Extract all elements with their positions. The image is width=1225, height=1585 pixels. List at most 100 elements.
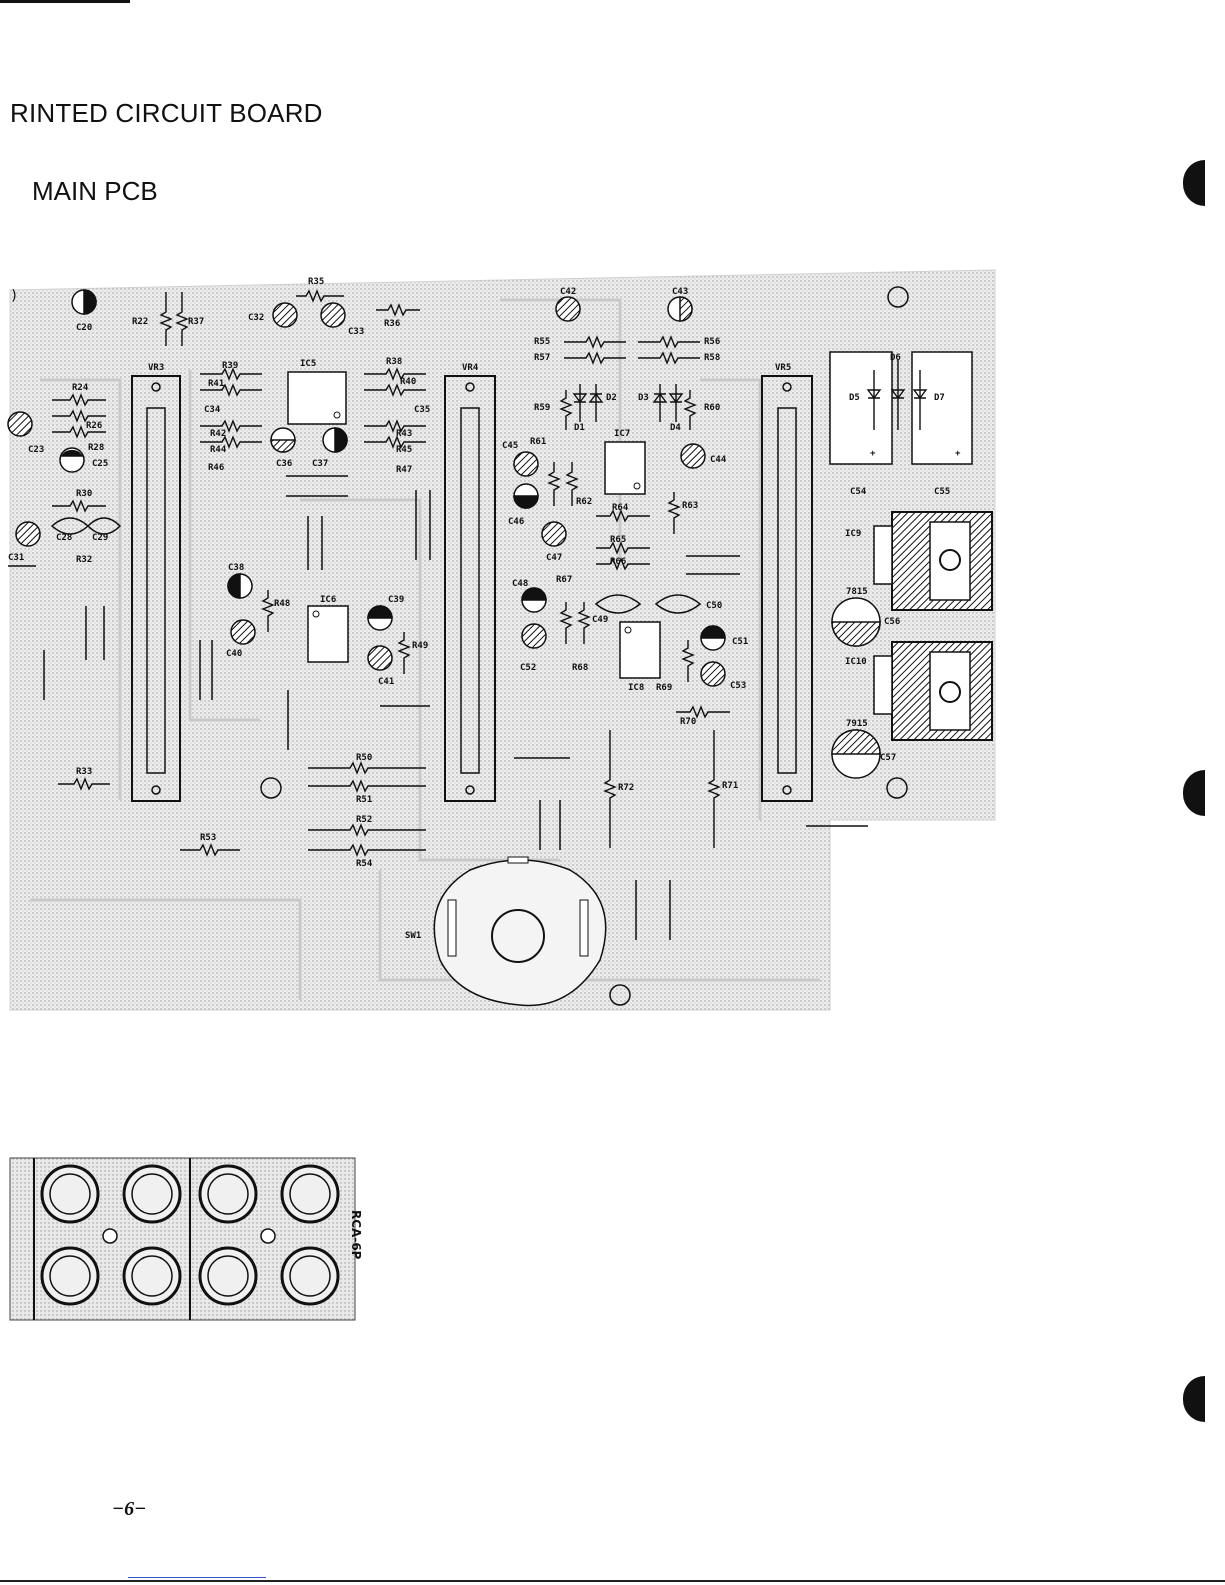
svg-text:IC10: IC10	[845, 657, 867, 667]
svg-text:R47: R47	[396, 465, 412, 475]
svg-text:R66: R66	[610, 557, 626, 567]
diodes	[572, 360, 928, 430]
svg-text:C37: C37	[312, 459, 328, 469]
svg-text:R49: R49	[412, 641, 428, 651]
svg-text:D5: D5	[849, 393, 860, 403]
svg-text:C40: C40	[226, 649, 242, 659]
svg-text:R44: R44	[210, 445, 227, 455]
svg-text:R26: R26	[86, 421, 102, 431]
svg-text:R43: R43	[396, 429, 412, 439]
svg-text:R57: R57	[534, 353, 550, 363]
page-number: −6−	[112, 1498, 147, 1520]
pot-vr3: VR3	[131, 363, 181, 802]
svg-text:C32: C32	[248, 313, 264, 323]
svg-text:R56: R56	[704, 337, 720, 347]
svg-text:C49: C49	[592, 615, 608, 625]
switch-sw1: SW1	[405, 856, 607, 1007]
mounting-holes	[260, 286, 909, 1006]
svg-text:R68: R68	[572, 663, 588, 673]
svg-text:IC6: IC6	[320, 595, 336, 605]
punch-hole-middle	[1183, 770, 1205, 816]
punch-hole-bottom	[1183, 1376, 1205, 1422]
svg-text:R63: R63	[682, 501, 698, 511]
svg-text:D4: D4	[670, 423, 681, 433]
svg-text:R50: R50	[356, 753, 372, 763]
punch-hole-top	[1183, 160, 1205, 206]
svg-text:R42: R42	[210, 429, 226, 439]
svg-text:C23: C23	[28, 445, 44, 455]
svg-text:IC7: IC7	[614, 429, 630, 439]
svg-text:R72: R72	[618, 783, 634, 793]
svg-text:C55: C55	[934, 487, 950, 497]
svg-text:C28: C28	[56, 533, 72, 543]
ic-ic6: IC6	[307, 595, 349, 663]
svg-text:R30: R30	[76, 489, 92, 499]
svg-text:R41: R41	[208, 379, 224, 389]
page-title: RINTED CIRCUIT BOARD	[10, 98, 323, 128]
svg-text:IC8: IC8	[628, 683, 644, 693]
pot-vr5: VR5	[761, 363, 813, 802]
svg-text:C41: C41	[378, 677, 394, 687]
svg-text:C25: C25	[92, 459, 108, 469]
svg-text:R38: R38	[386, 357, 402, 367]
resistors-vertical	[159, 292, 721, 848]
svg-text:R51: R51	[356, 795, 372, 805]
svg-text:R55: R55	[534, 337, 550, 347]
svg-text:C38: C38	[228, 563, 244, 573]
jumpers	[8, 475, 868, 940]
svg-text:C29: C29	[92, 533, 108, 543]
svg-text:R45: R45	[396, 445, 412, 455]
electrolytic-caps	[7, 289, 881, 779]
svg-text:+: +	[955, 449, 961, 459]
svg-text:R70: R70	[680, 717, 696, 727]
svg-text:R54: R54	[356, 859, 373, 869]
svg-text:C42: C42	[560, 287, 576, 297]
svg-text:C39: C39	[388, 595, 404, 605]
svg-text:C43: C43	[672, 287, 688, 297]
svg-text:R67: R67	[556, 575, 572, 585]
svg-text:7915: 7915	[846, 719, 868, 729]
svg-text:C57: C57	[880, 753, 896, 763]
svg-text:R40: R40	[400, 377, 416, 387]
svg-text:R24: R24	[72, 383, 89, 393]
svg-text:R37: R37	[188, 317, 204, 327]
svg-text:R28: R28	[88, 443, 104, 453]
film-caps	[50, 517, 702, 614]
svg-text:R35: R35	[308, 277, 324, 287]
section-title: MAIN PCB	[32, 176, 158, 206]
regulator-ic9: IC9 7815	[845, 511, 993, 611]
svg-text:C56: C56	[884, 617, 900, 627]
svg-text:C54: C54	[850, 487, 867, 497]
capacitor-c55: C55 +	[911, 351, 973, 497]
svg-text:C20: C20	[76, 323, 92, 333]
svg-text:C52: C52	[520, 663, 536, 673]
svg-text:C45: C45	[502, 441, 518, 451]
svg-text:C44: C44	[710, 455, 727, 465]
svg-text:R32: R32	[76, 555, 92, 565]
ic-ic7: IC7	[604, 429, 646, 495]
svg-text:D6: D6	[890, 353, 901, 363]
main-pcb-diagram: VR3 VR4 VR5 IC5 IC6 IC7 IC8	[7, 269, 996, 1011]
svg-text:R36: R36	[384, 319, 400, 329]
label-vr3: VR3	[148, 363, 164, 373]
svg-text:7815: 7815	[846, 587, 868, 597]
svg-text:C33: C33	[348, 327, 364, 337]
svg-text:C53: C53	[730, 681, 746, 691]
svg-text:R53: R53	[200, 833, 216, 843]
rca-jacks	[40, 1164, 340, 1306]
ic-ic5: IC5	[287, 359, 347, 425]
svg-text:R62: R62	[576, 497, 592, 507]
svg-text:C48: C48	[512, 579, 528, 589]
svg-text:D3: D3	[638, 393, 649, 403]
rca-label: RCA-6P	[349, 1210, 363, 1260]
footer-link-underline[interactable]	[128, 1577, 266, 1578]
svg-text:D2: D2	[606, 393, 617, 403]
regulator-ic10: IC10 7915	[845, 641, 993, 741]
svg-text:D1: D1	[574, 423, 585, 433]
footer-rule	[0, 1580, 1225, 1582]
svg-text:SW1: SW1	[405, 931, 421, 941]
svg-text:R58: R58	[704, 353, 720, 363]
svg-text:C50: C50	[706, 601, 722, 611]
svg-text:R33: R33	[76, 767, 92, 777]
label-vr5: VR5	[775, 363, 791, 373]
